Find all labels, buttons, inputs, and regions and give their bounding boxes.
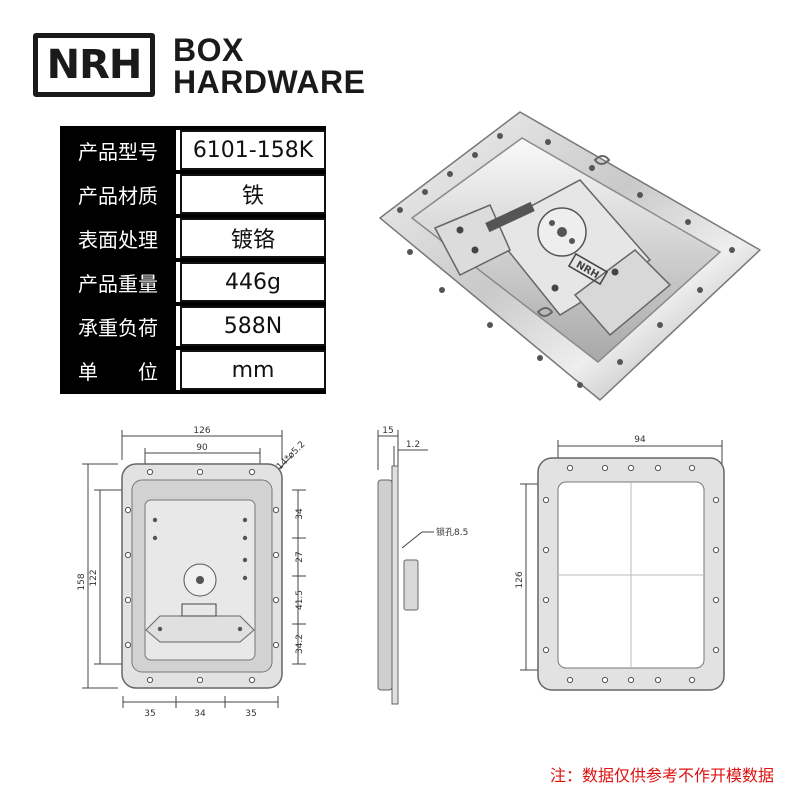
dim-bottom-3: 35 bbox=[245, 709, 256, 719]
spec-value: 6101-158K bbox=[180, 130, 326, 170]
spec-row: 产品重量 446g bbox=[60, 262, 326, 302]
spec-label: 表面处理 bbox=[60, 218, 176, 258]
disclaimer-note: 注：数据仅供参考不作开模数据 bbox=[549, 766, 774, 785]
spec-row: 表面处理 镀铬 bbox=[60, 218, 326, 258]
logo-mark-text: NRH bbox=[46, 42, 143, 88]
spec-border-bottom bbox=[60, 390, 326, 394]
spec-divider bbox=[60, 214, 326, 218]
dim-lock-hole: 锁孔8.5 bbox=[436, 526, 468, 538]
spec-border-top bbox=[60, 126, 326, 130]
spec-value: mm bbox=[180, 350, 326, 390]
spec-divider bbox=[60, 346, 326, 350]
dim-right-1: 34 bbox=[295, 508, 305, 520]
spec-value: 588N bbox=[180, 306, 326, 346]
spec-label: 单 位 bbox=[60, 350, 176, 390]
spec-value: 446g bbox=[180, 262, 326, 302]
spec-row: 产品型号 6101-158K bbox=[60, 130, 326, 170]
dim-width-total: 126 bbox=[193, 426, 210, 436]
dim-back-height: 126 bbox=[515, 571, 525, 588]
dim-right-3: 41.5 bbox=[295, 590, 305, 610]
back-view-drawing: 94 126 bbox=[515, 435, 725, 691]
spec-row: 承重负荷 588N bbox=[60, 306, 326, 346]
spec-row: 单 位 mm bbox=[60, 350, 326, 390]
dim-height-total: 158 bbox=[77, 573, 87, 590]
spec-label: 产品材质 bbox=[60, 174, 176, 214]
spec-divider bbox=[60, 170, 326, 174]
dim-flange: 1.2 bbox=[406, 440, 420, 450]
dim-right-2: 27 bbox=[295, 551, 305, 562]
product-photo: NRH bbox=[379, 111, 761, 401]
brand-line-1: BOX bbox=[173, 32, 244, 68]
brand-line-2: HARDWARE bbox=[173, 64, 366, 100]
dim-hole-note: 14*ø5.2 bbox=[275, 440, 307, 472]
spec-value: 镀铬 bbox=[180, 218, 326, 258]
dim-bottom-2: 34 bbox=[194, 709, 206, 719]
dim-depth: 15 bbox=[382, 426, 393, 436]
spec-divider bbox=[60, 258, 326, 262]
spec-divider bbox=[60, 302, 326, 306]
spec-label: 产品重量 bbox=[60, 262, 176, 302]
brand-name: BOX HARDWARE bbox=[173, 34, 365, 98]
dim-width-inner: 90 bbox=[196, 443, 208, 453]
dim-back-width: 94 bbox=[634, 435, 646, 445]
spec-label: 产品型号 bbox=[60, 130, 176, 170]
spec-row: 产品材质 铁 bbox=[60, 174, 326, 214]
front-view-drawing: 126 90 14*ø5.2 158 122 34 27 41.5 34.2 3… bbox=[77, 426, 307, 719]
side-view-drawing: 15 1.2 锁孔8.5 bbox=[377, 426, 468, 705]
logo-mark: NRH bbox=[33, 33, 155, 97]
dim-right-4: 34.2 bbox=[295, 634, 305, 654]
dim-height-inner: 122 bbox=[89, 569, 99, 586]
spec-label: 承重负荷 bbox=[60, 306, 176, 346]
dim-bottom-1: 35 bbox=[144, 709, 155, 719]
spec-value: 铁 bbox=[180, 174, 326, 214]
